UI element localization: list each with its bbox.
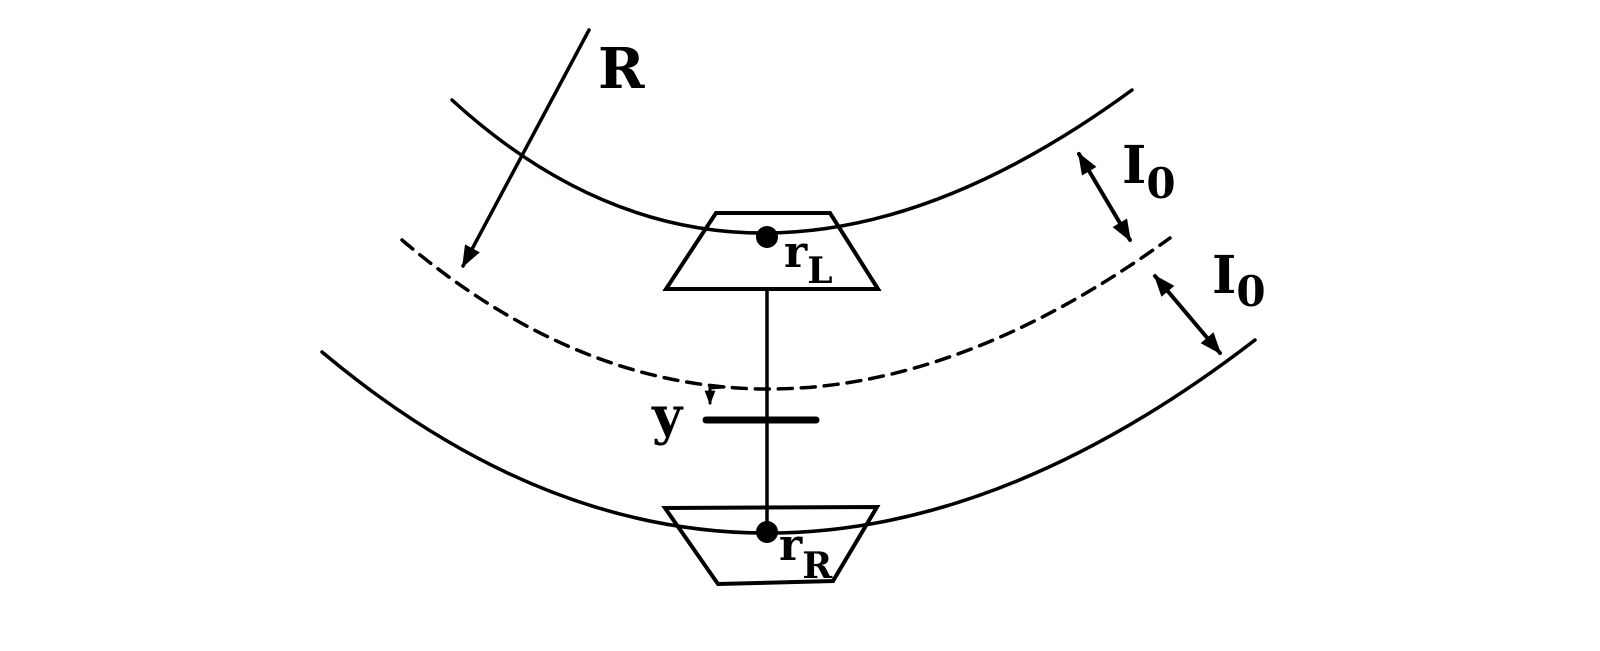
half-gauge-arrow-lower (1153, 274, 1222, 355)
rolling-radius-right-base: r (779, 520, 803, 571)
half-gauge-label-upper: I0 (1122, 135, 1176, 208)
rolling-radius-left-base: r (784, 227, 808, 278)
half-gauge-arrow-upper (1077, 152, 1132, 242)
rolling-radius-left-label: rL (784, 227, 833, 292)
half-gauge-lower-base: I (1212, 245, 1236, 306)
right-wheel-trapezoid (661, 504, 881, 587)
half-gauge-label-lower: I0 (1212, 245, 1266, 316)
lateral-displacement-label: y (651, 386, 684, 447)
left-contact-point-dot (756, 226, 778, 248)
radius-label: R (598, 36, 645, 102)
rolling-radius-right-label: rR (779, 520, 833, 587)
lower-rail-curve (320, 338, 1257, 535)
half-gauge-lower-subscript: 0 (1236, 267, 1265, 316)
half-gauge-upper-base: I (1122, 135, 1146, 196)
right-contact-point-dot (756, 521, 778, 543)
left-wheel-trapezoid (662, 211, 882, 291)
radius-arrow (461, 28, 591, 268)
track-centerline-dashed-curve (400, 236, 1172, 391)
half-gauge-upper-subscript: 0 (1146, 159, 1175, 208)
rolling-radius-left-subscript: L (807, 250, 832, 292)
lateral-displacement-arrow (704, 385, 726, 405)
rolling-radius-right-subscript: R (802, 545, 833, 587)
